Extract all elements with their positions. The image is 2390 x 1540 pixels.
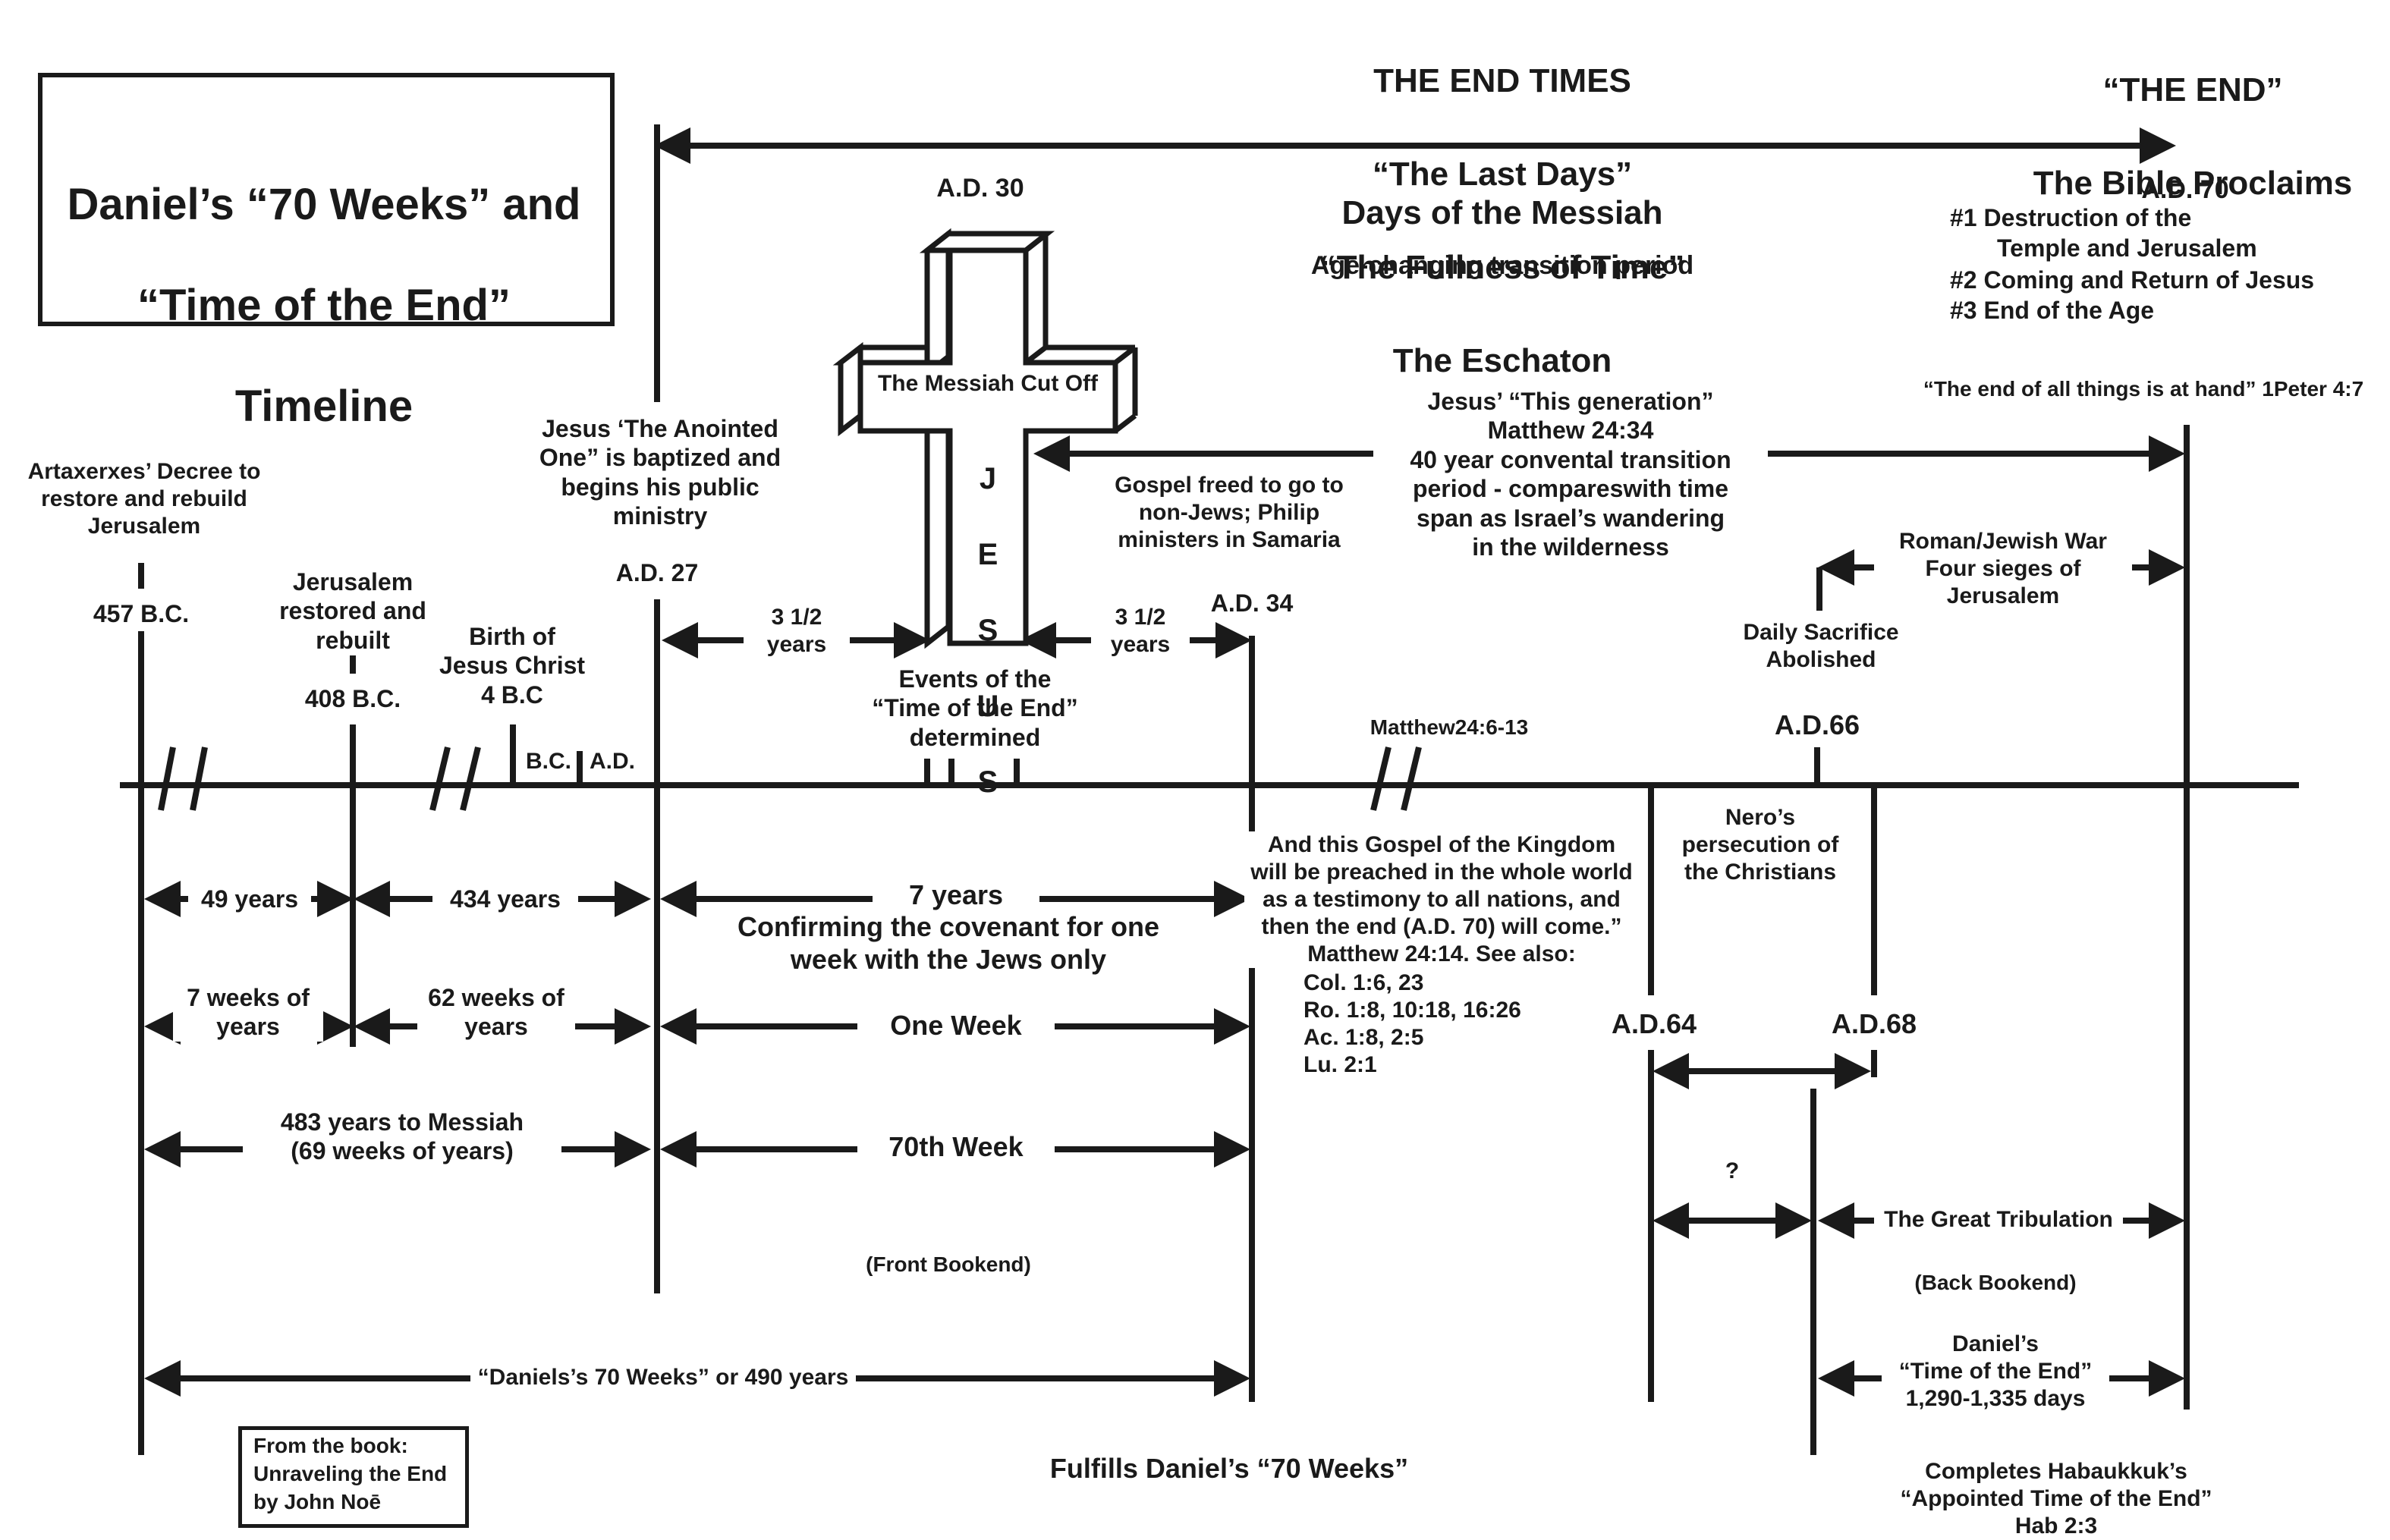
title-box <box>38 73 615 326</box>
end-times-line-2: “The Last Days” <box>1372 155 1633 193</box>
the-end-heading: “THE END” The Bible Proclaims <box>1942 20 2390 253</box>
fulfills-70-weeks: Fulfills Daniel’s “70 Weeks” <box>1049 1453 1409 1484</box>
ad70-item-3: #3 End of the Age <box>1950 297 2155 324</box>
jesus-letter: E <box>977 538 998 571</box>
ad30-label: A.D. 30 <box>936 174 1024 203</box>
cross-icon <box>832 228 1138 649</box>
back-bookend: (Back Bookend) <box>1914 1271 2077 1294</box>
label-70th-week: 70th Week <box>857 1130 1055 1164</box>
gospel-kingdom: And this Gospel of the Kingdom will be p… <box>1244 831 1639 968</box>
half-years-left: 3 1/2 years <box>744 604 850 658</box>
front-bookend: (Front Bookend) <box>866 1252 1031 1276</box>
label-49-years: 49 years <box>188 885 311 914</box>
end-times-heading: THE END TIMES “The Last Days” “The Fulln… <box>1168 11 1836 431</box>
ad68-label: A.D.68 <box>1831 1008 1917 1039</box>
gospel-freed: Gospel freed to go to non-Jews; Philip m… <box>1077 472 1381 554</box>
credit-box <box>238 1426 469 1528</box>
title-line-2: “Time of the End” <box>137 281 511 331</box>
end-times-line-4: The Eschaton <box>1392 342 1612 380</box>
half-years-right: 3 1/2 years <box>1091 604 1190 658</box>
jesus-letter: S <box>977 765 998 799</box>
the-end-line-2: The Bible Proclaims <box>2033 164 2353 202</box>
jesus-letter: U <box>976 690 999 723</box>
end-times-line-3: “The Fullness of Time” <box>1319 248 1685 286</box>
ad34-label: A.D. 34 <box>1210 589 1294 617</box>
artaxerxes-decree: Artaxerxes’ Decree to restore and rebuil… <box>27 459 261 539</box>
the-end-line-1: “THE END” <box>2102 71 2283 108</box>
ad70-label: A.D. 70 <box>2141 175 2229 204</box>
ad-label: A.D. <box>590 749 635 774</box>
messiah-cut-off: The Messiah Cut Off <box>877 371 1099 396</box>
jesus-baptized: Jesus ‘The Anointed One” is baptized and… <box>539 415 781 530</box>
bc-label: B.C. <box>526 749 571 774</box>
matthew-ref: Matthew24:6-13 <box>1370 715 1529 739</box>
events-time-of-end: Events of the “Time of the End” determin… <box>872 665 1078 751</box>
habakkuk: Completes Habaukkuk’s “Appointed Time of… <box>1900 1459 2212 1538</box>
daily-sacrifice: Daily Sacrifice Abolished <box>1743 620 1899 672</box>
jesus-letter: J <box>979 462 997 495</box>
label-7-years: 7 years <box>873 878 1039 912</box>
bc457-label: 457 B.C. <box>93 600 190 627</box>
nero-persecution: Nero’s persecution of the Christians <box>1681 805 1839 885</box>
page-title: Daniel’s “70 Weeks” and “Time of the End… <box>42 129 605 483</box>
age-changing: Age-changing transition period <box>1310 251 1694 280</box>
label-7-weeks: 7 weeks of years <box>173 983 323 1042</box>
ad66-label: A.D.66 <box>1774 709 1860 740</box>
days-of-messiah: Days of the Messiah <box>1341 194 1663 231</box>
peter-quote: “The end of all things is at hand” 1Pete… <box>1923 377 2364 401</box>
book-credit: From the book: Unraveling the End by Joh… <box>253 1434 448 1513</box>
title-line-1: Daniel’s “70 Weeks” and <box>67 179 581 229</box>
ad64-label: A.D.64 <box>1611 1008 1697 1039</box>
jesus-vertical: J E S U S <box>958 422 1018 839</box>
end-times-line-1: THE END TIMES <box>1373 61 1631 99</box>
label-490-years: “Daniels’s 70 Weeks” or 490 years <box>470 1364 856 1391</box>
label-62-weeks: 62 weeks of years <box>417 983 575 1042</box>
ad70-item-1: #1 Destruction of the <box>1950 204 2192 231</box>
great-tribulation: The Great Tribulation <box>1874 1206 2123 1234</box>
covenant-text: Confirming the covenant for one week wit… <box>737 911 1159 976</box>
roman-jewish-war: Roman/Jewish War Four sieges of Jerusale… <box>1874 528 2132 610</box>
ad70-item-2: #2 Coming and Return of Jesus <box>1950 266 2315 294</box>
title-line-3: Timeline <box>234 382 414 432</box>
daniels-time-of-end: Daniel’s “Time of the End” 1,290-1,335 d… <box>1882 1331 2109 1413</box>
scripture-refs: Col. 1:6, 23 Ro. 1:8, 10:18, 16:26 Ac. 1… <box>1303 970 1521 1077</box>
ad27-label: A.D. 27 <box>615 559 699 586</box>
label-434-years: 434 years <box>432 885 578 914</box>
label-one-week: One Week <box>857 1009 1055 1042</box>
ad70-item-1b: Temple and Jerusalem <box>1997 234 2257 262</box>
jesus-letter: S <box>977 614 998 647</box>
this-generation: Jesus’ “This generation” Matthew 24:34 4… <box>1373 387 1768 562</box>
bc408-label: 408 B.C. <box>304 685 401 712</box>
jerusalem-restored: Jerusalem restored and rebuilt <box>279 568 426 654</box>
label-483-years: 483 years to Messiah (69 weeks of years) <box>243 1108 561 1166</box>
birth-of-jesus: Birth of Jesus Christ 4 B.C <box>439 623 586 709</box>
question-mark: ? <box>1725 1158 1740 1183</box>
